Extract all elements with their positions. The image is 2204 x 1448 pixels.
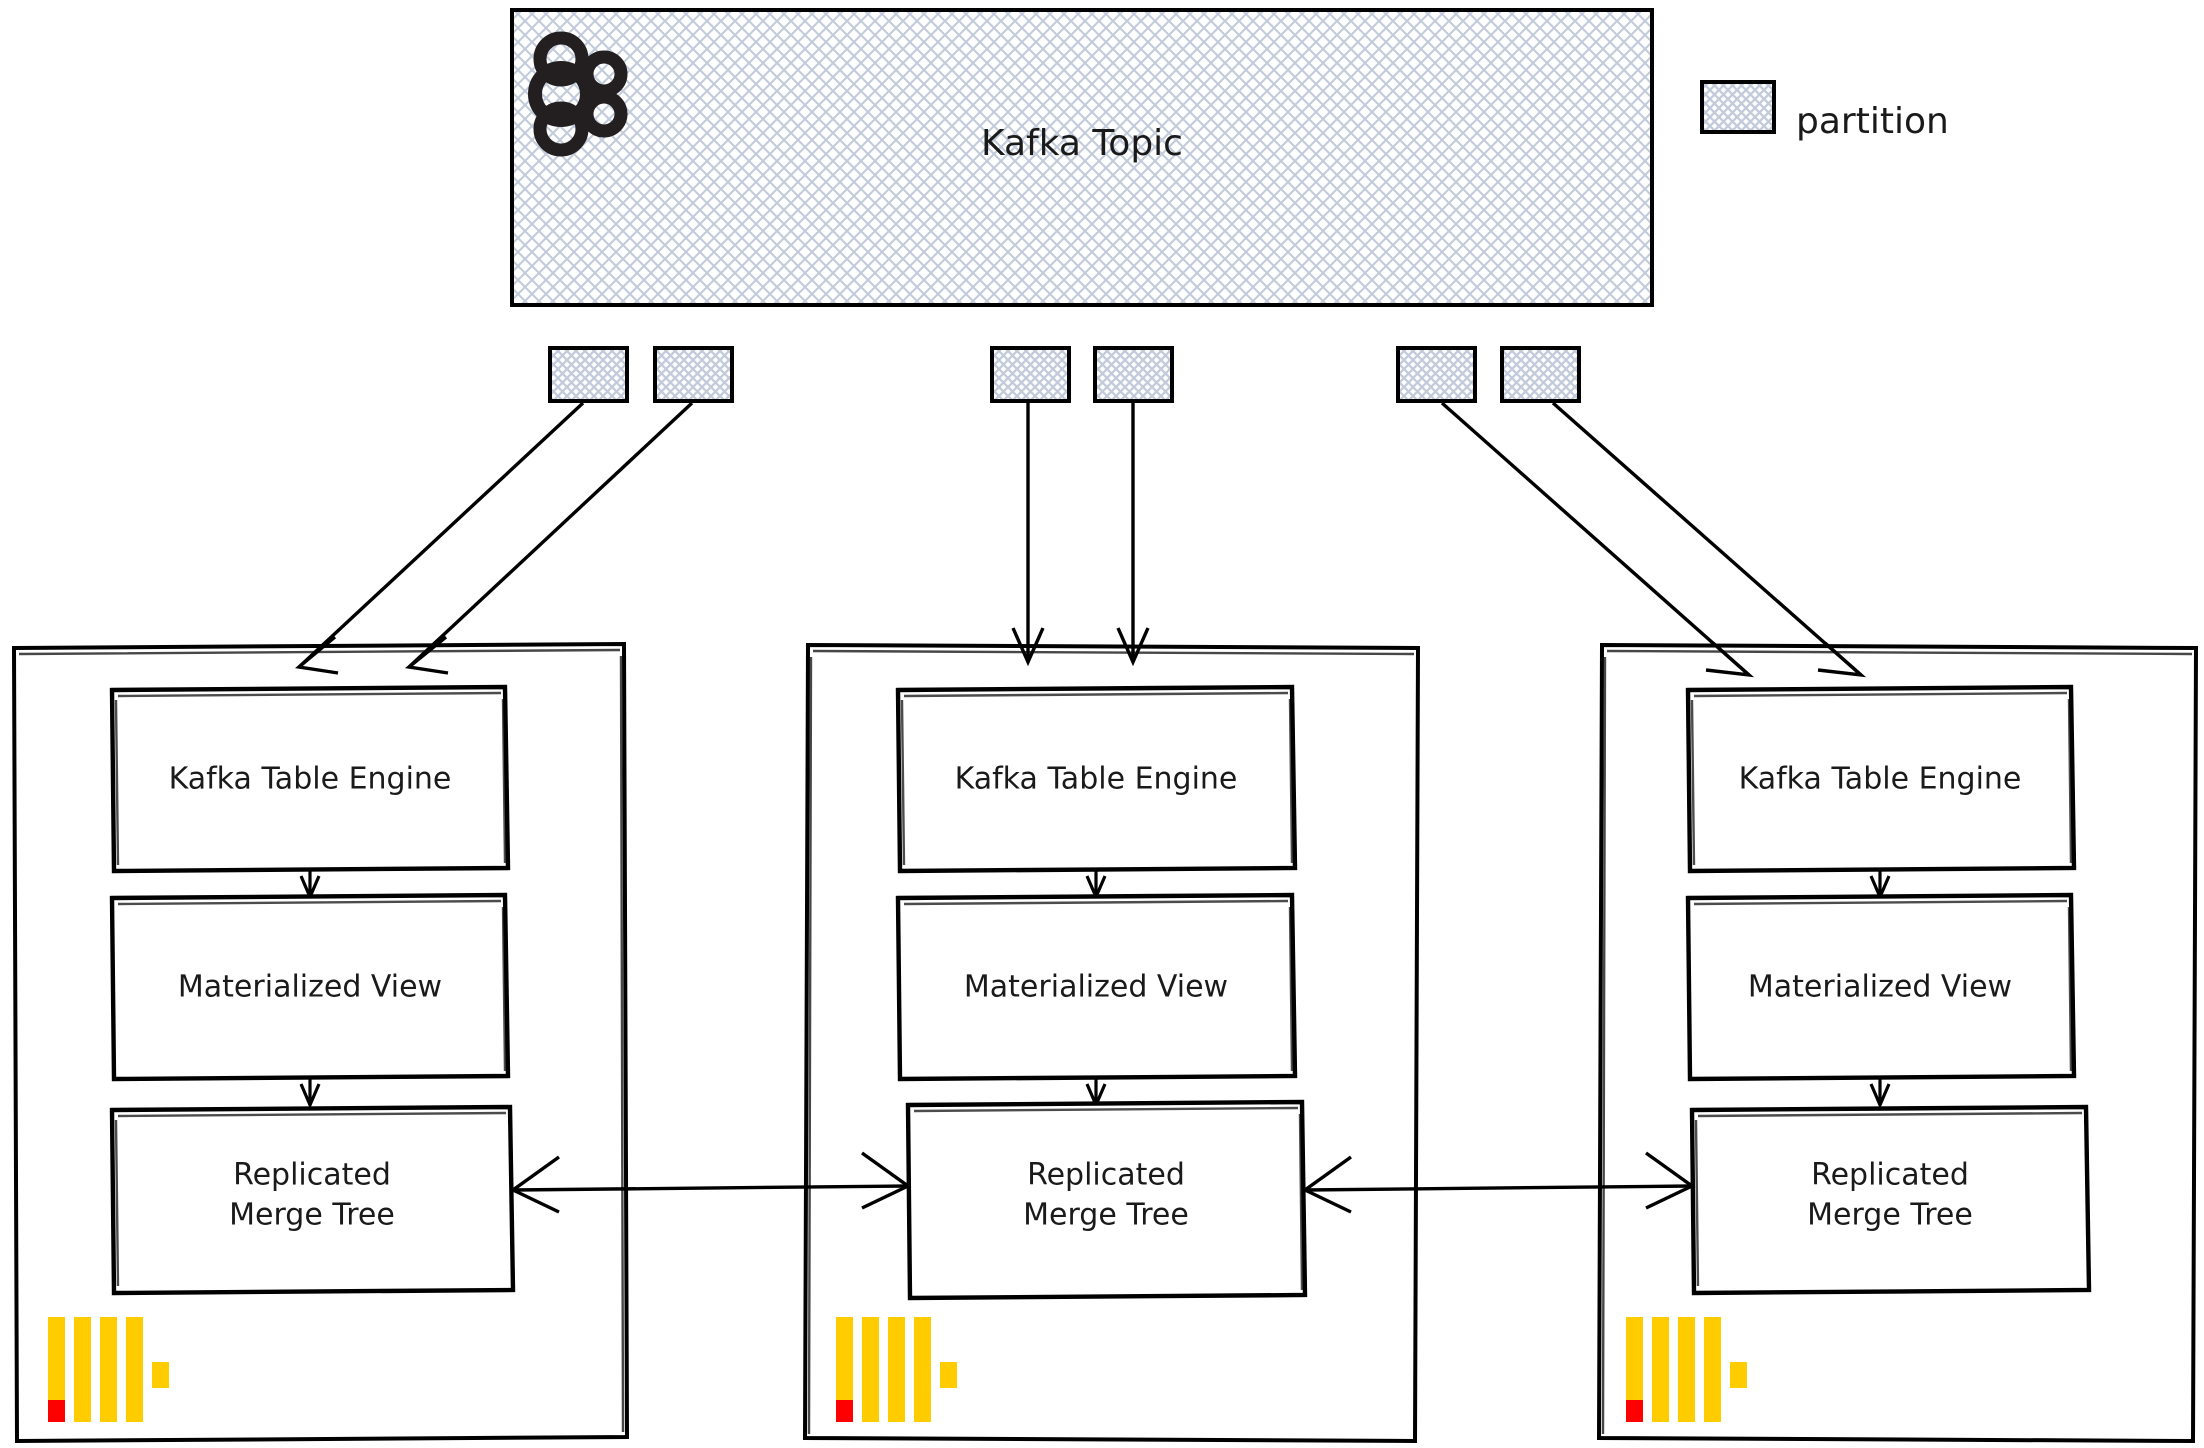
replicated-merge-tree-label-line2: Merge Tree xyxy=(1807,1198,1973,1233)
node-3-kafka-table-engine[interactable]: Kafka Table Engine xyxy=(1685,684,2077,874)
box-outline xyxy=(109,684,511,874)
partition-chip[interactable] xyxy=(653,346,734,403)
node-1-container xyxy=(11,641,630,1444)
box-sketch xyxy=(913,1106,1304,1291)
box-sketch xyxy=(1690,691,2073,866)
materialized-view-label: Materialized View xyxy=(1748,970,2012,1005)
partition-chip[interactable] xyxy=(1396,346,1477,403)
arrow-p6-node3-head xyxy=(1817,641,1867,678)
kafka-logo-icon xyxy=(528,31,628,157)
replication-arrows xyxy=(509,1151,1696,1214)
replication-head-left-2 xyxy=(1301,1155,1352,1214)
node-1-arrow-kte-to-mv xyxy=(299,871,321,902)
replication-head-right-1 xyxy=(861,1151,912,1210)
replicated-merge-tree-label-line1: Replicated xyxy=(233,1158,391,1193)
node-3-container xyxy=(1596,642,2199,1444)
replication-link-1-2 xyxy=(512,1184,909,1192)
partition-chip[interactable] xyxy=(990,346,1071,403)
node-2-clickhouse-logo-icon xyxy=(836,1317,957,1422)
legend-label: partition xyxy=(1796,101,1949,142)
replicated-merge-tree-label-line2: Merge Tree xyxy=(229,1198,395,1233)
kafka-topic-body xyxy=(510,8,1654,307)
box-outline xyxy=(1685,892,2077,1082)
box-outline xyxy=(1689,1104,2092,1296)
replicated-merge-tree-label-line1: Replicated xyxy=(1027,1158,1185,1193)
node-2-kafka-table-engine[interactable]: Kafka Table Engine xyxy=(895,684,1298,874)
box-outline xyxy=(905,1099,1308,1301)
node-2-arrow-mv-to-rmt xyxy=(1085,1079,1107,1110)
box-outline xyxy=(109,1104,516,1296)
box-sketch xyxy=(114,691,507,866)
partition-chip[interactable] xyxy=(1093,346,1174,403)
node-1: Kafka Table Engine Materialized View Rep… xyxy=(11,641,630,1444)
replication-head-right-2 xyxy=(1645,1151,1696,1210)
arrow-p5-node3 xyxy=(1440,401,1751,677)
replicated-merge-tree-label-line2: Merge Tree xyxy=(1023,1198,1189,1233)
arrow-p3-node2-head xyxy=(1011,627,1045,667)
partition-chip[interactable] xyxy=(548,346,629,403)
node-2-arrow-kte-to-mv xyxy=(1085,871,1107,902)
kafka-topic: Kafka Topic xyxy=(510,8,1654,403)
box-sketch xyxy=(903,899,1294,1072)
node-3-materialized-view[interactable]: Materialized View xyxy=(1685,892,2077,1082)
legend: partition xyxy=(1700,80,1949,142)
kafka-table-engine-label: Kafka Table Engine xyxy=(169,762,452,797)
node-1-container-sketch xyxy=(18,648,625,1433)
box-sketch xyxy=(114,1111,507,1287)
arrow-p2-node1 xyxy=(407,401,694,669)
replication-head-left-1 xyxy=(509,1155,560,1214)
box-outline xyxy=(895,892,1298,1082)
node-3-container-sketch xyxy=(1601,649,2193,1435)
partition-chip[interactable] xyxy=(1500,346,1581,403)
node-1-replicated-merge-tree[interactable]: Replicated Merge Tree xyxy=(109,1104,516,1296)
kafka-table-engine-label: Kafka Table Engine xyxy=(1739,762,2022,797)
arrow-p6-node3 xyxy=(1551,401,1863,677)
box-sketch xyxy=(117,899,507,1072)
node-1-kafka-table-engine[interactable]: Kafka Table Engine xyxy=(109,684,511,874)
node-2-container xyxy=(802,642,1421,1444)
kafka-partition-chips xyxy=(548,346,1581,403)
materialized-view-label: Materialized View xyxy=(964,970,1228,1005)
box-sketch xyxy=(1693,899,2073,1072)
replication-link-2-3 xyxy=(1304,1184,1693,1192)
node-2-container-sketch xyxy=(807,649,1415,1435)
node-3-replicated-merge-tree[interactable]: Replicated Merge Tree xyxy=(1689,1104,2092,1296)
box-outline xyxy=(109,892,511,1082)
topic-to-node-arrows xyxy=(295,401,1867,678)
node-3-arrow-kte-to-mv xyxy=(1869,871,1891,902)
node-3-arrow-mv-to-rmt xyxy=(1869,1079,1891,1110)
materialized-view-label: Materialized View xyxy=(178,970,442,1005)
node-2-replicated-merge-tree[interactable]: Replicated Merge Tree xyxy=(905,1099,1308,1301)
kafka-table-engine-label: Kafka Table Engine xyxy=(955,762,1238,797)
arrow-p5-node3-head xyxy=(1705,641,1755,678)
box-sketch xyxy=(900,691,1294,866)
node-3-clickhouse-logo-icon xyxy=(1626,1317,1747,1422)
arrow-p1-node1-head xyxy=(295,635,339,675)
box-outline xyxy=(1685,684,2077,874)
node-1-arrow-mv-to-rmt xyxy=(299,1079,321,1110)
box-sketch xyxy=(1694,1111,2083,1287)
arrow-p1-node1 xyxy=(297,401,585,669)
arrow-p2-node1-head xyxy=(404,635,449,675)
partition-swatch-icon xyxy=(1700,80,1776,134)
node-2: Kafka Table Engine Materialized View Rep… xyxy=(802,642,1421,1444)
node-1-materialized-view[interactable]: Materialized View xyxy=(109,892,511,1082)
arrow-p4-node2-head xyxy=(1116,627,1150,667)
node-3: Kafka Table Engine Materialized View Rep… xyxy=(1596,642,2199,1444)
node-2-materialized-view[interactable]: Materialized View xyxy=(895,892,1298,1082)
node-1-clickhouse-logo-icon xyxy=(48,1317,169,1422)
box-outline xyxy=(895,684,1298,874)
replicated-merge-tree-label-line1: Replicated xyxy=(1811,1158,1969,1193)
kafka-topic-title: Kafka Topic xyxy=(981,123,1183,164)
